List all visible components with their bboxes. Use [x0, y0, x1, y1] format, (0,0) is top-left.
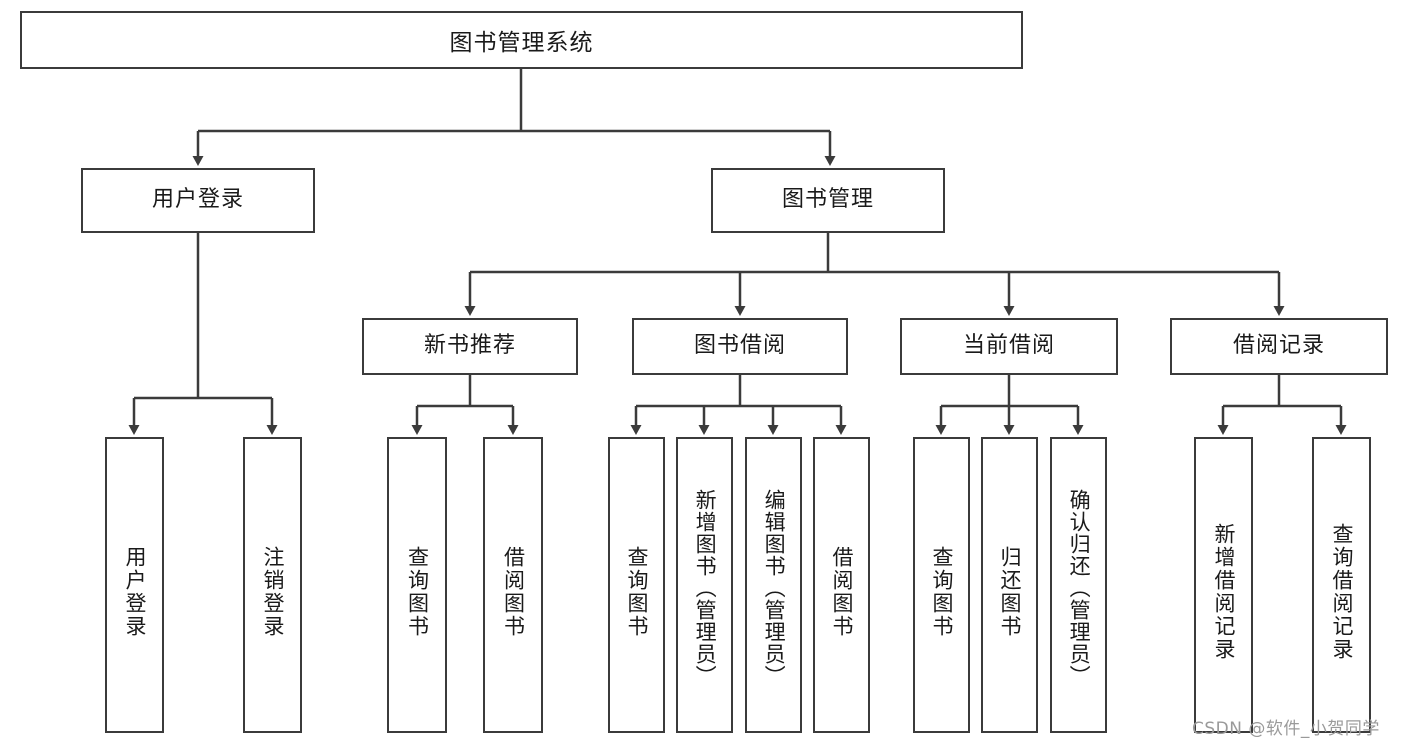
- node-book-management-label: 图书管理: [781, 187, 874, 213]
- node-user-login-label: 用户登录: [151, 187, 244, 213]
- node-leaf-user-login-label: 用户登录: [122, 546, 147, 638]
- node-leaf-add-borrow-record[interactable]: 新增借阅记录: [1194, 437, 1253, 733]
- node-root-title-label: 图书管理系统: [449, 30, 594, 56]
- node-leaf-confirm-return-admin[interactable]: 确认归还（管理员）: [1050, 437, 1107, 733]
- node-leaf-query-book-2-label: 查询图书: [624, 546, 649, 638]
- node-new-book-recommend[interactable]: 新书推荐: [362, 318, 578, 375]
- node-leaf-add-book-admin[interactable]: 新增图书（管理员）: [676, 437, 733, 733]
- node-new-book-recommend-label: 新书推荐: [423, 333, 516, 359]
- node-leaf-borrow-book-1-label: 借阅图书: [501, 546, 526, 638]
- node-leaf-query-book-1[interactable]: 查询图书: [387, 437, 447, 733]
- watermark-text: CSDN @软件_小贺同学: [1192, 719, 1380, 739]
- node-leaf-query-borrow-record[interactable]: 查询借阅记录: [1312, 437, 1371, 733]
- node-leaf-query-borrow-record-label: 查询借阅记录: [1329, 523, 1354, 661]
- node-root-title[interactable]: 图书管理系统: [20, 11, 1023, 69]
- node-borrow-record[interactable]: 借阅记录: [1170, 318, 1388, 375]
- node-borrow-record-label: 借阅记录: [1232, 333, 1325, 359]
- node-leaf-return-book[interactable]: 归还图书: [981, 437, 1038, 733]
- node-book-management[interactable]: 图书管理: [711, 168, 945, 233]
- node-leaf-query-book-1-label: 查询图书: [405, 546, 430, 638]
- node-leaf-query-book-2[interactable]: 查询图书: [608, 437, 665, 733]
- node-leaf-borrow-book-1[interactable]: 借阅图书: [483, 437, 543, 733]
- node-leaf-logout-login-label: 注销登录: [260, 546, 285, 638]
- node-leaf-confirm-return-admin-label: 确认归还（管理员）: [1067, 489, 1092, 687]
- node-leaf-borrow-book-2[interactable]: 借阅图书: [813, 437, 870, 733]
- node-user-login[interactable]: 用户登录: [81, 168, 315, 233]
- node-leaf-borrow-book-2-label: 借阅图书: [829, 546, 854, 638]
- node-leaf-return-book-label: 归还图书: [997, 546, 1022, 638]
- node-leaf-query-book-3[interactable]: 查询图书: [913, 437, 970, 733]
- node-leaf-add-book-admin-label: 新增图书（管理员）: [693, 489, 718, 687]
- node-leaf-query-book-3-label: 查询图书: [929, 546, 954, 638]
- node-leaf-edit-book-admin[interactable]: 编辑图书（管理员）: [745, 437, 802, 733]
- node-leaf-user-login[interactable]: 用户登录: [105, 437, 164, 733]
- node-leaf-logout-login[interactable]: 注销登录: [243, 437, 302, 733]
- node-book-borrow-label: 图书借阅: [693, 333, 786, 359]
- node-current-borrow-label: 当前借阅: [962, 333, 1055, 359]
- node-current-borrow[interactable]: 当前借阅: [900, 318, 1118, 375]
- node-book-borrow[interactable]: 图书借阅: [632, 318, 848, 375]
- node-leaf-edit-book-admin-label: 编辑图书（管理员）: [762, 489, 787, 687]
- node-leaf-add-borrow-record-label: 新增借阅记录: [1211, 523, 1236, 661]
